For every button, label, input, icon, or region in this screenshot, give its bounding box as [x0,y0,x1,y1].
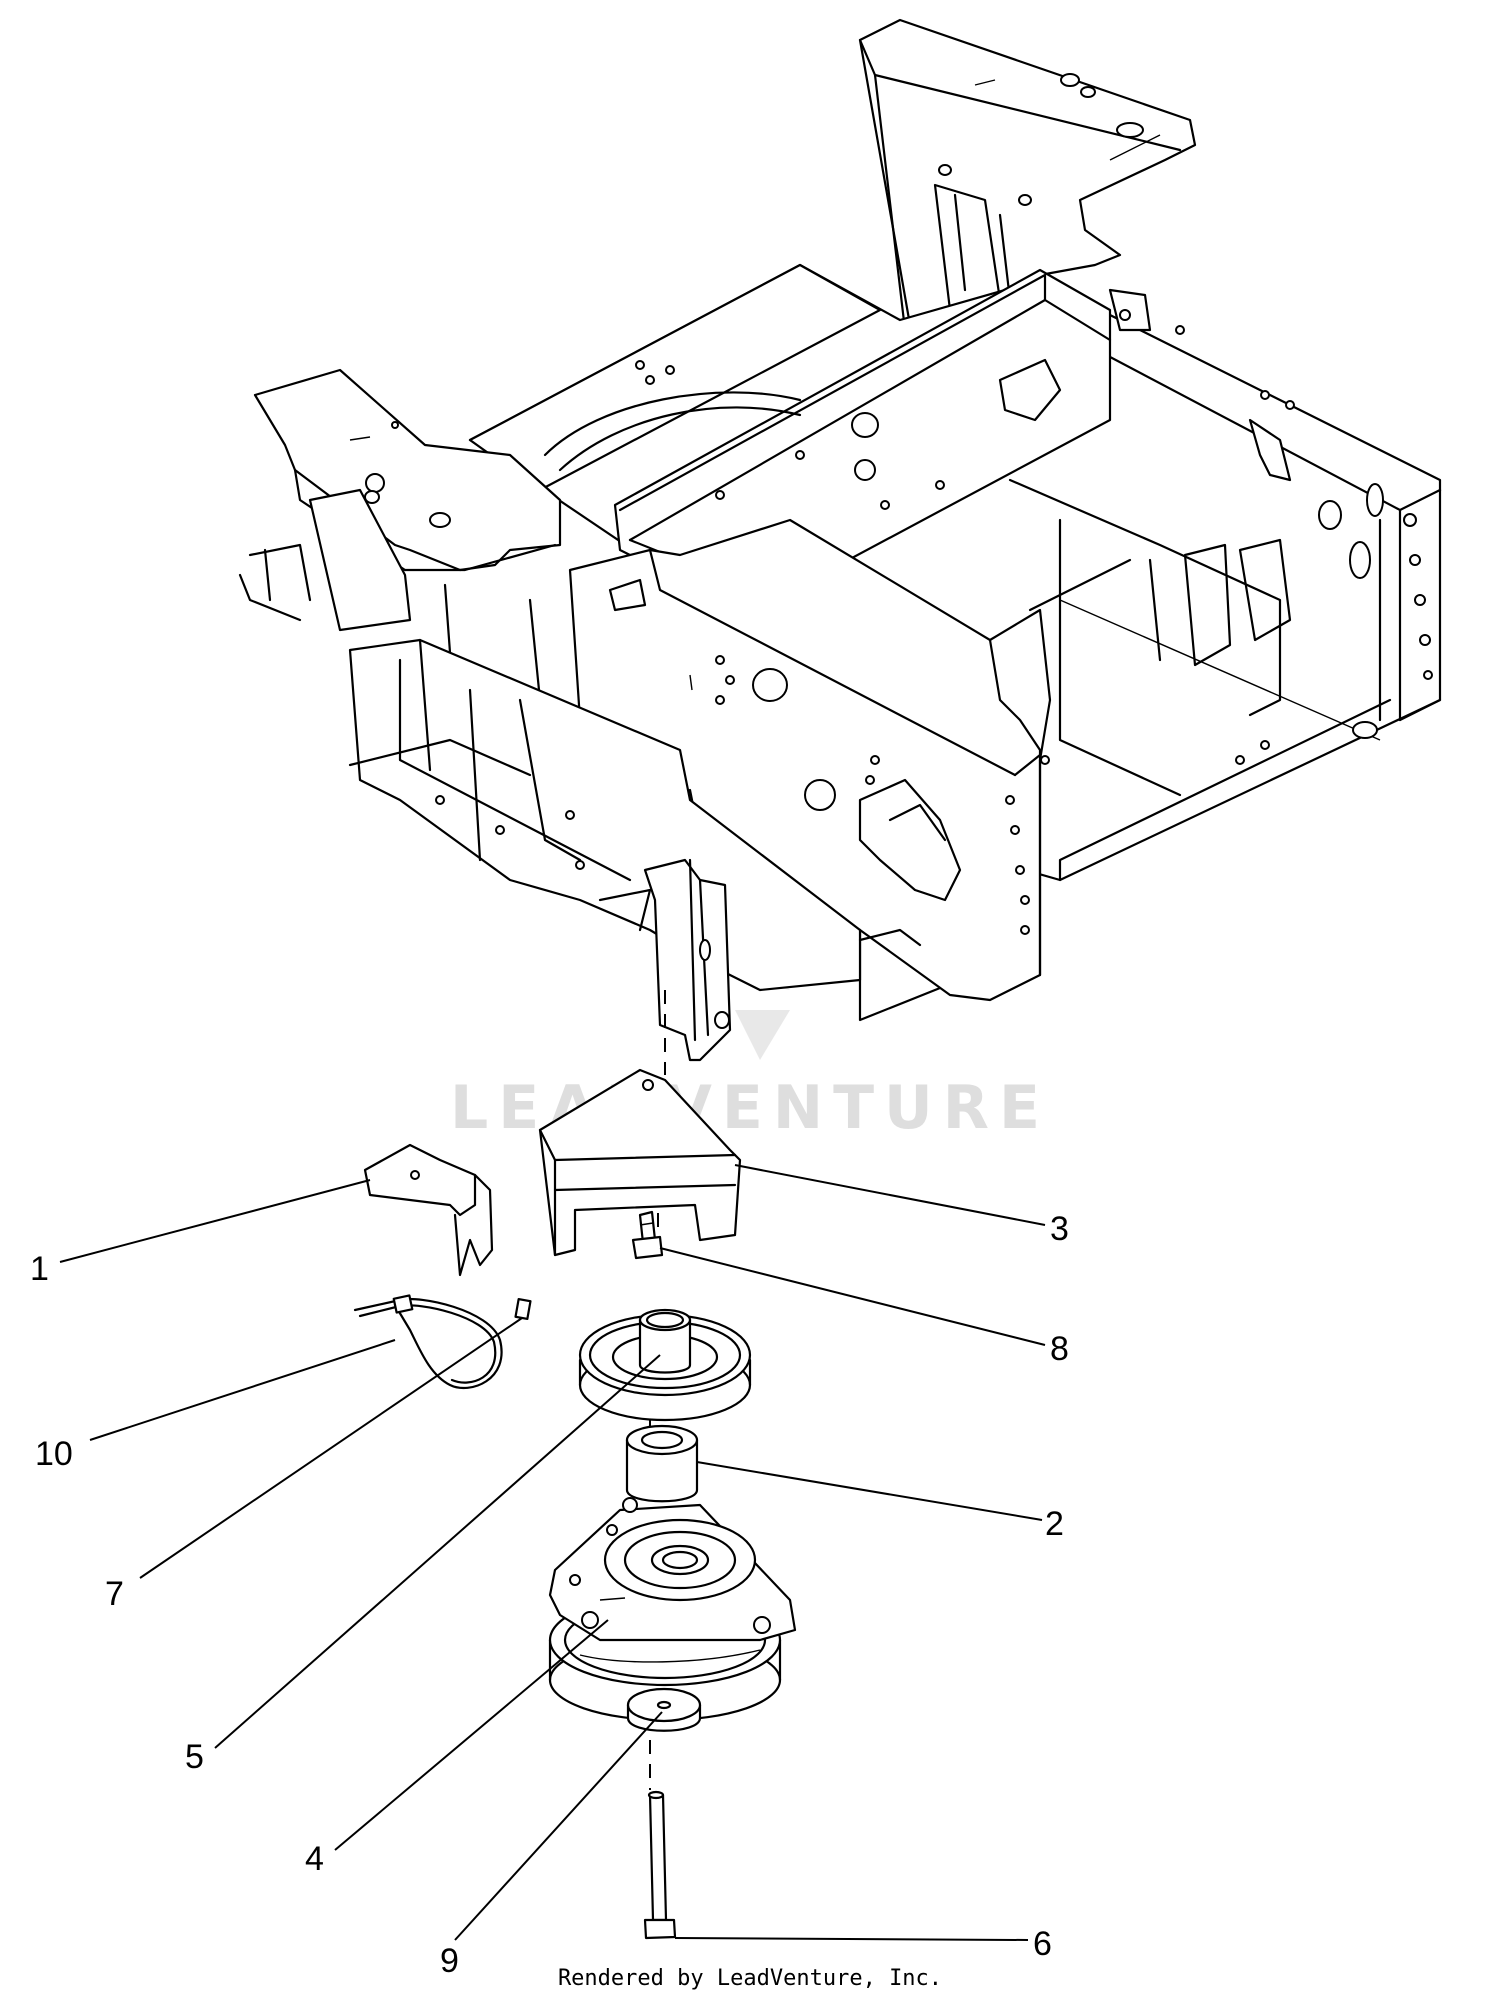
callout-7: 7 [105,1575,124,1613]
part-10-cable-tie [353,1294,503,1390]
leader-7 [139,1317,523,1579]
leader-10 [89,1339,396,1441]
callout-8: 8 [1050,1330,1069,1368]
callout-2: 2 [1045,1505,1064,1543]
leader-5 [214,1354,661,1749]
leader-4 [334,1619,609,1851]
leader-lines [59,1164,1046,1941]
mower-frame [238,18,1442,1062]
leader-9 [454,1711,663,1941]
leader-6 [674,1937,1029,1941]
callout-9: 9 [440,1942,459,1980]
part-2-spacer [625,1424,699,1503]
callout-6: 6 [1033,1925,1052,1963]
part-7-clip [514,1297,532,1321]
callout-5: 5 [185,1738,204,1776]
callout-3: 3 [1050,1210,1069,1248]
leader-1 [59,1179,371,1263]
leader-8 [659,1247,1046,1346]
part-4-clutch [548,1497,797,1722]
leader-3 [734,1164,1046,1226]
footer-credit: Rendered by LeadVenture, Inc. [558,1966,942,1991]
part-3-belt-guard [538,1068,742,1257]
callout-4: 4 [305,1840,324,1878]
part-1-bracket [363,1143,494,1277]
part-6-bolt [643,1790,677,1940]
callout-labels: 1 2 3 4 5 6 7 8 9 10 [30,1210,1069,1980]
leader-2 [696,1461,1043,1521]
part-9-washer [626,1687,702,1732]
part-8-bolt [631,1210,664,1260]
callout-10: 10 [35,1435,73,1473]
callout-1: 1 [30,1250,49,1288]
part-5-pulley [578,1308,752,1422]
